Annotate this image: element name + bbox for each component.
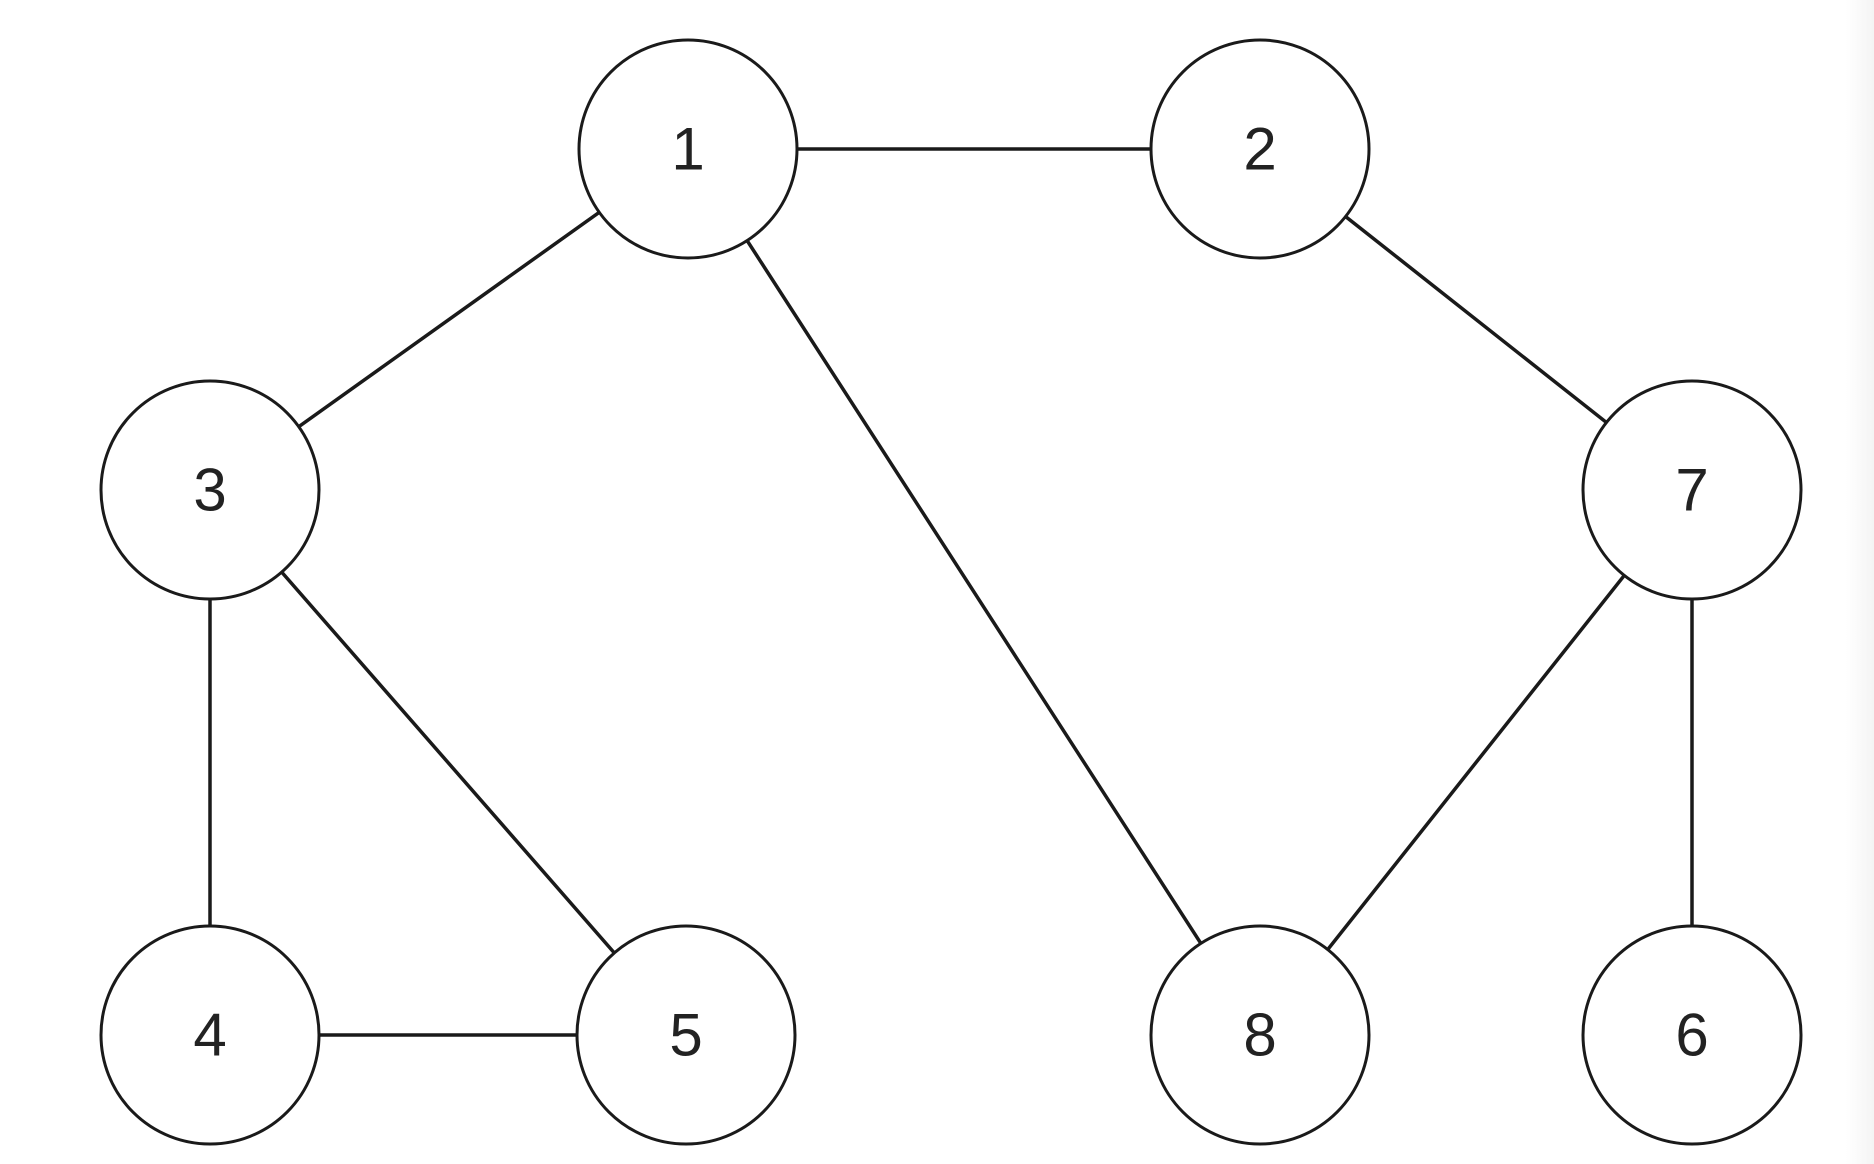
- node-circle: [1149, 38, 1371, 260]
- node-label: 3: [193, 457, 226, 524]
- right-edge-shade: [1846, 0, 1874, 1164]
- node-4: 4: [99, 924, 321, 1146]
- node-label: 2: [1243, 116, 1276, 183]
- edge-3-5: [208, 488, 688, 1037]
- edges-layer: [208, 147, 1694, 1037]
- node-circle: [99, 924, 321, 1146]
- node-8: 8: [1149, 924, 1371, 1146]
- node-label: 6: [1675, 1002, 1708, 1069]
- node-label: 5: [669, 1002, 702, 1069]
- node-label: 7: [1675, 457, 1708, 524]
- edge-7-8: [1258, 488, 1694, 1037]
- node-circle: [1149, 924, 1371, 1146]
- node-circle: [575, 924, 797, 1146]
- node-circle: [1581, 924, 1803, 1146]
- node-label: 8: [1243, 1002, 1276, 1069]
- node-1: 1: [577, 38, 799, 260]
- nodes-layer: 1 2 3 4 5 6 7 8: [99, 38, 1803, 1146]
- node-circle: [577, 38, 799, 260]
- node-label: 4: [193, 1002, 226, 1069]
- node-5: 5: [575, 924, 797, 1146]
- node-label: 1: [671, 116, 704, 183]
- node-circle: [1581, 379, 1803, 601]
- node-2: 2: [1149, 38, 1371, 260]
- node-3: 3: [99, 379, 321, 601]
- node-circle: [99, 379, 321, 601]
- node-6: 6: [1581, 924, 1803, 1146]
- edge-1-8: [686, 147, 1262, 1037]
- node-7: 7: [1581, 379, 1803, 601]
